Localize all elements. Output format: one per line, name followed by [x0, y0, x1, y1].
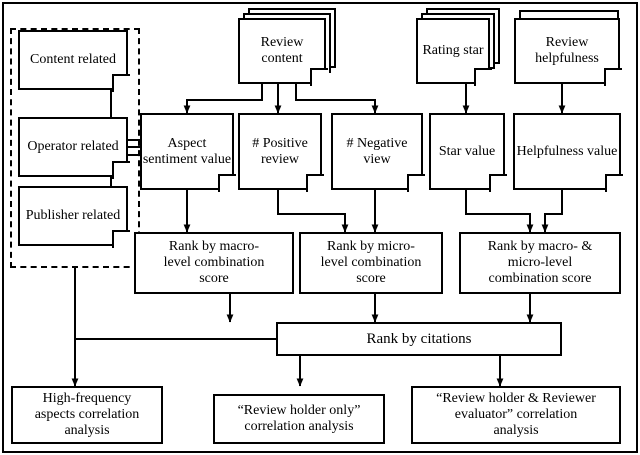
node-publisher-related[interactable]: Publisher related — [18, 186, 131, 249]
node-rank-micro-label: Rank by micro- level combination score — [320, 239, 422, 286]
node-high-frequency-aspects[interactable]: High-frequency aspects correlation analy… — [11, 386, 163, 444]
node-review-holder-reviewer-label: “Review holder & Reviewer evaluator” cor… — [436, 391, 596, 438]
node-negative-view[interactable]: # Negative view — [331, 113, 426, 193]
source-review-helpfulness-label: Review helpfulness — [535, 35, 599, 66]
related-group-frame — [10, 28, 140, 268]
node-operator-related[interactable]: Operator related — [18, 117, 131, 180]
node-negative-view-label: # Negative view — [346, 135, 408, 167]
node-rank-macro-micro-label: Rank by macro- & micro-level combination… — [487, 239, 593, 286]
node-star-value[interactable]: Star value — [429, 113, 508, 193]
node-rank-macro[interactable]: Rank by macro- level combination score — [134, 232, 294, 294]
node-aspect-sentiment-value-label: Aspect sentiment value — [142, 135, 232, 167]
node-review-holder-only[interactable]: “Review holder only” correlation analysi… — [213, 394, 385, 444]
node-rank-by-citations[interactable]: Rank by citations — [276, 322, 562, 356]
node-helpfulness-value-label: Helpfulness value — [516, 143, 618, 159]
node-aspect-sentiment-value[interactable]: Aspect sentiment value — [140, 113, 237, 193]
node-rank-micro[interactable]: Rank by micro- level combination score — [299, 232, 443, 294]
node-high-frequency-aspects-label: High-frequency aspects correlation analy… — [34, 391, 140, 438]
source-rating-star[interactable]: Rating star — [416, 18, 493, 87]
node-content-related-label: Content related — [30, 52, 116, 68]
node-positive-review-label: # Positive review — [252, 135, 308, 167]
node-star-value-label: Star value — [438, 143, 496, 159]
source-review-helpfulness[interactable]: Review helpfulness — [514, 18, 623, 87]
node-review-holder-only-label: “Review holder only” correlation analysi… — [237, 403, 361, 434]
node-operator-related-label: Operator related — [27, 139, 119, 155]
source-rating-star-label: Rating star — [422, 43, 484, 59]
source-review-content[interactable]: Review content — [238, 18, 329, 87]
node-helpfulness-value[interactable]: Helpfulness value — [513, 113, 624, 193]
node-positive-review[interactable]: # Positive review — [238, 113, 325, 193]
node-rank-by-citations-label: Rank by citations — [366, 330, 472, 347]
node-review-holder-reviewer[interactable]: “Review holder & Reviewer evaluator” cor… — [411, 386, 621, 444]
node-rank-macro-micro[interactable]: Rank by macro- & micro-level combination… — [459, 232, 621, 294]
node-rank-macro-label: Rank by macro- level combination score — [163, 239, 265, 286]
node-publisher-related-label: Publisher related — [25, 208, 121, 224]
node-content-related[interactable]: Content related — [18, 30, 131, 93]
source-review-content-label: Review content — [260, 35, 304, 66]
